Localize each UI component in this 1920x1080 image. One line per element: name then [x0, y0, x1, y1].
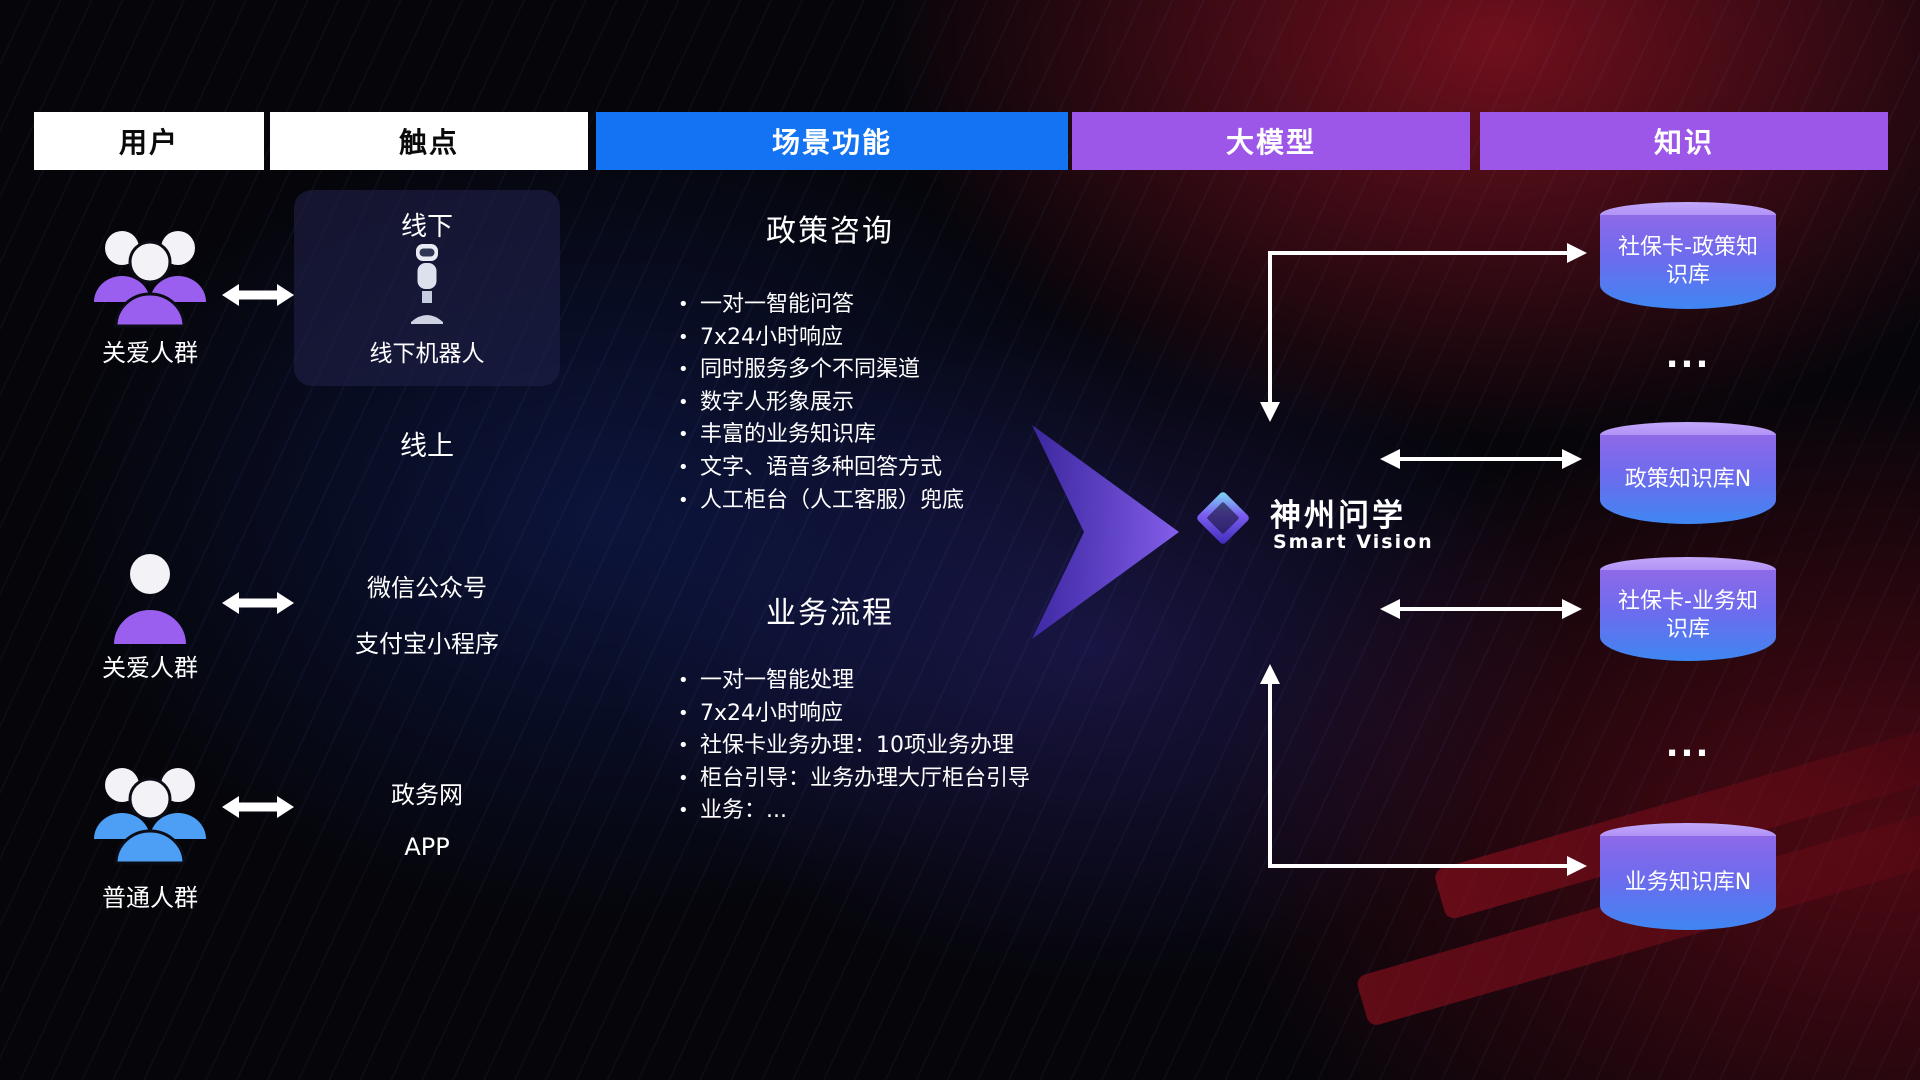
- knowledge-db-label: 社保卡-政策知识库: [1600, 215, 1776, 309]
- user-label-care-group-1: 关爱人群: [102, 339, 198, 367]
- knowledge-db-policy-social-card: 社保卡-政策知识库: [1600, 202, 1776, 309]
- bullet-item: 一对一智能问答: [676, 289, 1106, 322]
- knowledge-db-policy-n: 政策知识库N: [1600, 422, 1776, 524]
- bullet-item: 7x24小时响应: [676, 698, 1106, 731]
- brand-name: 神州问学: [1270, 498, 1406, 534]
- bullet-item: 丰富的业务知识库: [676, 419, 1106, 452]
- header-large-model: 大模型: [1072, 112, 1470, 170]
- offline-title: 线下: [400, 212, 453, 242]
- scene-policy-bullets: 一对一智能问答 7x24小时响应 同时服务多个不同渠道 数字人形象展示 丰富的业…: [676, 289, 1106, 517]
- robot-icon: [294, 242, 560, 326]
- scene-business-bullets: 一对一智能处理 7x24小时响应 社保卡业务办理：10项业务办理 柜台引导：业务…: [676, 665, 1106, 828]
- bullet-item: 人工柜台（人工客服）兜底: [676, 485, 1106, 518]
- brand-subtitle: Smart Vision: [1273, 531, 1434, 553]
- bullet-item: 社保卡业务办理：10项业务办理: [676, 730, 1106, 763]
- header-touchpoints: 触点: [270, 112, 588, 170]
- swap-arrow-icon: [222, 792, 294, 826]
- ellipsis-more: ...: [1665, 336, 1711, 376]
- offline-robot-label: 线下机器人: [369, 341, 485, 367]
- touchpoint-alipay: 支付宝小程序: [355, 630, 499, 658]
- bullet-item: 业务：...: [676, 795, 1106, 828]
- bullet-item: 柜台引导：业务办理大厅柜台引导: [676, 763, 1106, 796]
- touchpoint-app: APP: [404, 833, 450, 861]
- diamond-logo-icon: [1192, 487, 1254, 553]
- bullet-item: 数字人形象展示: [676, 387, 1106, 420]
- bullet-item: 一对一智能处理: [676, 665, 1106, 698]
- touchpoint-gov-web: 政务网: [391, 781, 463, 809]
- user-label-general-group: 普通人群: [102, 884, 198, 912]
- header-knowledge: 知识: [1480, 112, 1888, 170]
- knowledge-db-business-social-card: 社保卡-业务知识库: [1600, 557, 1776, 661]
- knowledge-db-label: 社保卡-业务知识库: [1600, 570, 1776, 661]
- header-users: 用户: [34, 112, 264, 170]
- touchpoint-wechat: 微信公众号: [367, 574, 487, 602]
- swap-arrow-icon: [222, 588, 294, 622]
- scene-business-title: 业务流程: [766, 596, 894, 631]
- user-group-icon-blue: [80, 755, 220, 871]
- user-person-icon-purple: [106, 548, 194, 652]
- swap-arrow-icon: [222, 280, 294, 314]
- offline-touchpoint-card: 线下 线下机器人: [294, 190, 560, 386]
- ellipsis-more: ...: [1665, 725, 1711, 765]
- bullet-item: 7x24小时响应: [676, 322, 1106, 355]
- user-label-care-group-2: 关爱人群: [102, 654, 198, 682]
- user-group-icon-purple: [80, 218, 220, 334]
- bullet-item: 文字、语音多种回答方式: [676, 452, 1106, 485]
- knowledge-db-business-n: 业务知识库N: [1600, 823, 1776, 930]
- header-scene-functions: 场景功能: [596, 112, 1068, 170]
- bullet-item: 同时服务多个不同渠道: [676, 354, 1106, 387]
- knowledge-db-label: 业务知识库N: [1600, 836, 1776, 930]
- knowledge-db-label: 政策知识库N: [1600, 435, 1776, 524]
- online-title: 线上: [400, 431, 454, 462]
- scene-policy-title: 政策咨询: [766, 214, 894, 249]
